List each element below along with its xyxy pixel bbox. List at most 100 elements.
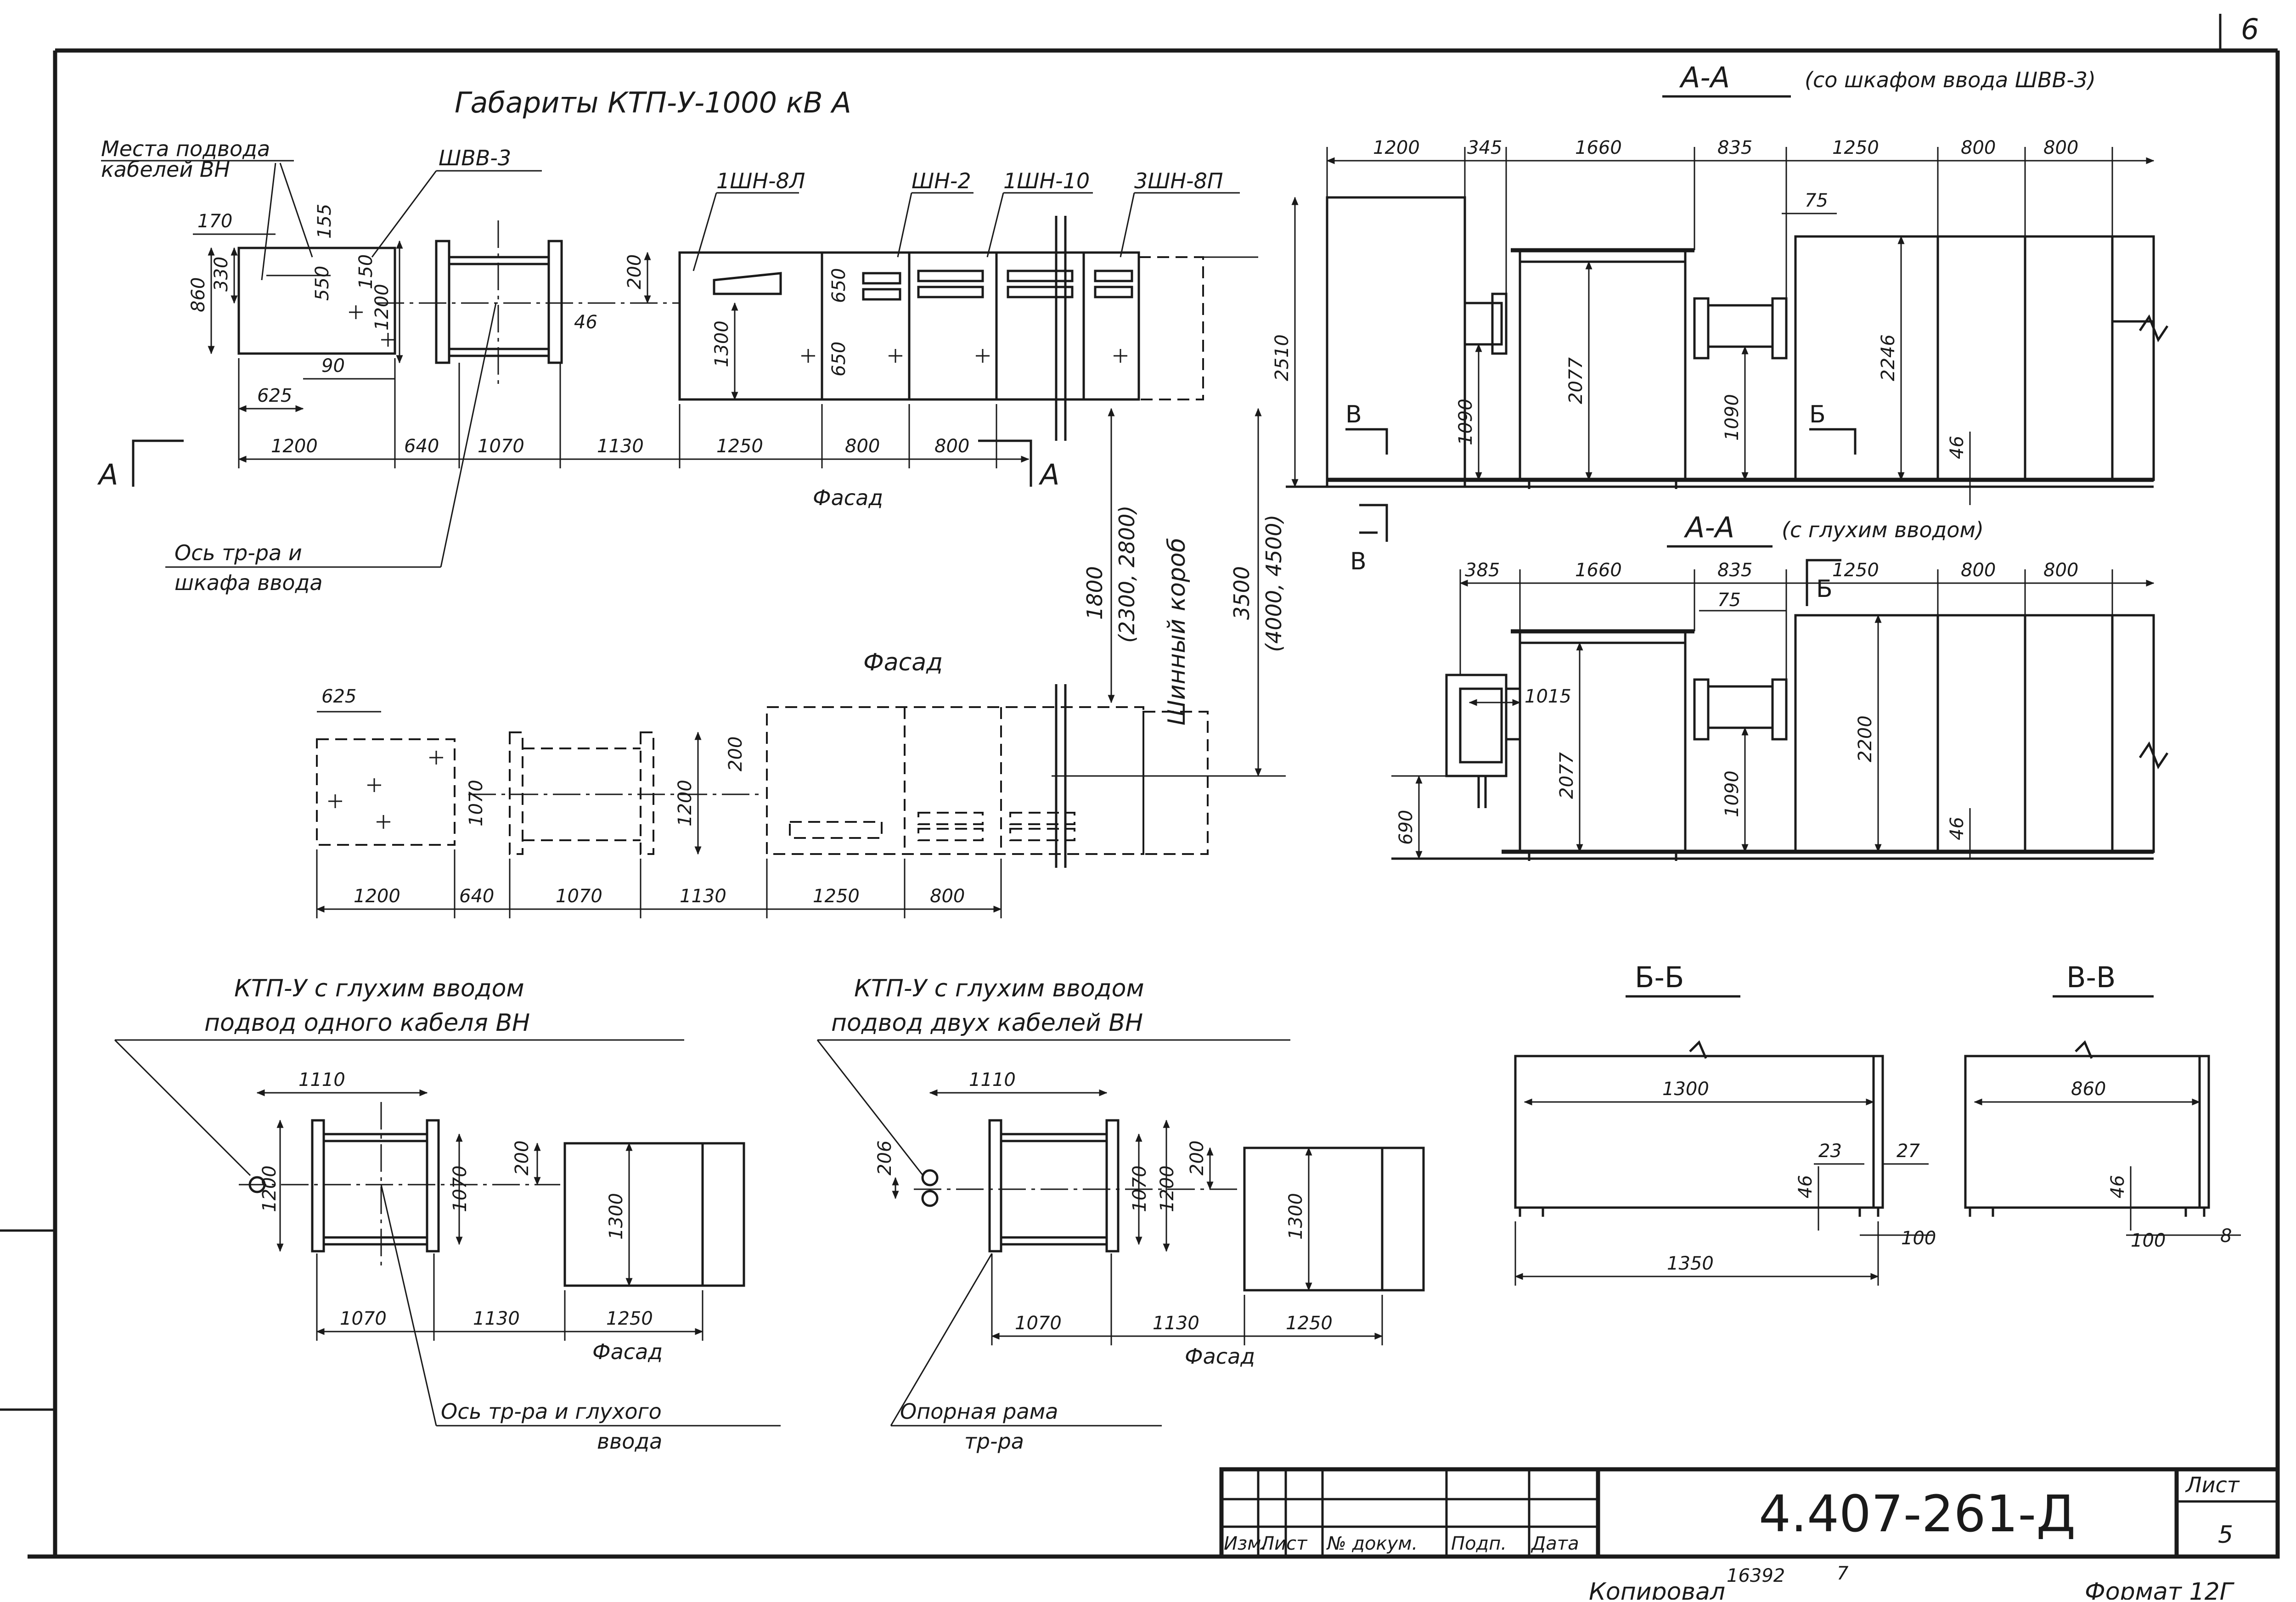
section-vv-title: В-В: [2066, 961, 2116, 994]
busbar-dims: 1800 (2300, 2800) Шинный короб 3500 (400…: [1052, 256, 1286, 777]
section-marker-v2: В: [1350, 548, 1367, 575]
dim: 1200: [259, 1165, 280, 1212]
dim: 800: [845, 436, 880, 457]
bm-title-2: подвод двух кабелей ВН: [831, 1009, 1143, 1037]
footer-copied-sub: 7: [1837, 1563, 1849, 1584]
middle-plan: Фасад 625 1070 1200 200: [316, 649, 1209, 918]
dim: 200: [725, 736, 746, 771]
dim: 1660: [1575, 137, 1622, 158]
dim: 800: [930, 886, 965, 907]
dim: 2200: [1855, 715, 1876, 762]
dim: 1070: [340, 1308, 387, 1329]
title-col-sign: Подп.: [1451, 1533, 1507, 1554]
dim: 1070: [478, 436, 524, 457]
sheet-number: 5: [2218, 1521, 2233, 1549]
title-col-izm: Изм.: [1224, 1533, 1267, 1554]
facade-label-bl: Фасад: [592, 1339, 663, 1364]
dim: 75: [1717, 590, 1741, 611]
title-block: Изм. Лист № докум. Подп. Дата 4.407-261-…: [1219, 1467, 2280, 1559]
section-aa-1: А-А (со шкафом ввода ШВВ-3): [1272, 61, 2169, 575]
axis-note: Ось тр-ра и: [174, 540, 302, 565]
dim: 1200: [371, 284, 393, 331]
dim: 640: [404, 436, 439, 457]
dim: 200: [512, 1141, 533, 1175]
dim: 1130: [597, 436, 644, 457]
dim: 1070: [1129, 1165, 1150, 1212]
dim: 1660: [1575, 560, 1622, 581]
dim: 1300: [1662, 1079, 1709, 1100]
dim: 860: [2071, 1079, 2106, 1100]
dim: 27: [1896, 1141, 1920, 1162]
section-marker-v1: В: [1345, 401, 1362, 428]
shvv3-label: ШВВ-3: [439, 146, 511, 170]
blind-entry-one-cable: КТП-У с глухим вводом подвод одного кабе…: [114, 975, 781, 1454]
dim: 75: [1805, 190, 1828, 211]
dim: 2077: [1556, 752, 1577, 799]
dim: 1200: [675, 780, 696, 826]
dim: 46: [574, 312, 597, 333]
dim: 100: [1901, 1228, 1936, 1249]
section-marker-b2: Б: [1816, 575, 1833, 603]
dim: 1200: [354, 886, 400, 907]
dim: 800: [934, 436, 969, 457]
axis-blind-note: Ось тр-ра и глухого: [441, 1399, 662, 1424]
sheet-corner-number: 6: [2241, 12, 2259, 46]
bl-title-2: подвод одного кабеля ВН: [204, 1009, 530, 1037]
dim: 170: [197, 211, 232, 232]
dim: 23: [1818, 1141, 1842, 1162]
cabinet-label-4: 3ШН-8П: [1134, 169, 1223, 193]
cabinet-label-2: ШН-2: [912, 169, 971, 193]
bl-title: КТП-У с глухим вводом: [234, 975, 524, 1002]
sheet-label: Лист: [2185, 1473, 2240, 1497]
dim: 835: [1717, 560, 1752, 581]
dim: 640: [459, 886, 494, 907]
title-col-date: Дата: [1531, 1533, 1579, 1554]
dim: 1070: [556, 886, 602, 907]
dim: (4000, 4500): [1261, 515, 1286, 652]
section-bb-title: Б-Б: [1635, 961, 1684, 994]
section-aa2-title: А-А: [1683, 511, 1734, 544]
dim: 800: [1961, 137, 1996, 158]
document-designation: 4.407-261-Д: [1759, 1484, 2076, 1543]
dim: 1070: [1015, 1313, 1062, 1334]
section-marker-a-left: А: [97, 458, 118, 491]
dim: 46: [1947, 817, 1968, 840]
dim: 1800: [1082, 566, 1107, 620]
dim: 550: [312, 266, 333, 301]
dim: 1130: [680, 886, 726, 907]
dim: 1090: [1455, 399, 1476, 445]
dim: 1110: [969, 1069, 1016, 1090]
dim: 1350: [1667, 1253, 1714, 1274]
dim: 690: [1396, 810, 1417, 845]
dim: 1250: [813, 886, 860, 907]
facade-label-mid: Фасад: [863, 649, 943, 676]
dim: 1250: [1286, 1313, 1333, 1334]
dim: 1070: [466, 780, 487, 826]
blind-entry-two-cables: КТП-У с глухим вводом подвод двух кабеле…: [816, 975, 1425, 1454]
dim: 2510: [1272, 334, 1293, 381]
dim: 1300: [1285, 1193, 1306, 1240]
dim: 1015: [1525, 686, 1571, 707]
dim: 1250: [716, 436, 763, 457]
dim: 46: [1795, 1175, 1816, 1198]
busbar-label: Шинный короб: [1163, 538, 1191, 725]
dim: 800: [2043, 137, 2078, 158]
dim: 625: [321, 686, 356, 707]
dim: 90: [321, 355, 345, 377]
axis-note-2: шкафа ввода: [174, 570, 323, 595]
main-title: Габариты КТП-У-1000 кВ А: [455, 86, 851, 119]
dim: 1300: [711, 320, 732, 367]
section-bb: Б-Б 1300 23 27 46 100 1350: [1514, 961, 1936, 1286]
dim: 650: [828, 342, 850, 377]
support-frame-note-2: тр-ра: [964, 1429, 1024, 1454]
dim: 1250: [606, 1308, 653, 1329]
dim: 155: [314, 204, 335, 239]
dim: 1110: [298, 1069, 345, 1090]
dim: 1130: [1153, 1313, 1199, 1334]
dim: 385: [1465, 560, 1500, 581]
dim: 2077: [1565, 357, 1587, 404]
top-plan: Места подвода кабелей ВН ШВВ-3: [97, 136, 1240, 595]
section-marker-a-right: А: [1038, 458, 1059, 491]
title-col-doc: № докум.: [1326, 1533, 1418, 1554]
